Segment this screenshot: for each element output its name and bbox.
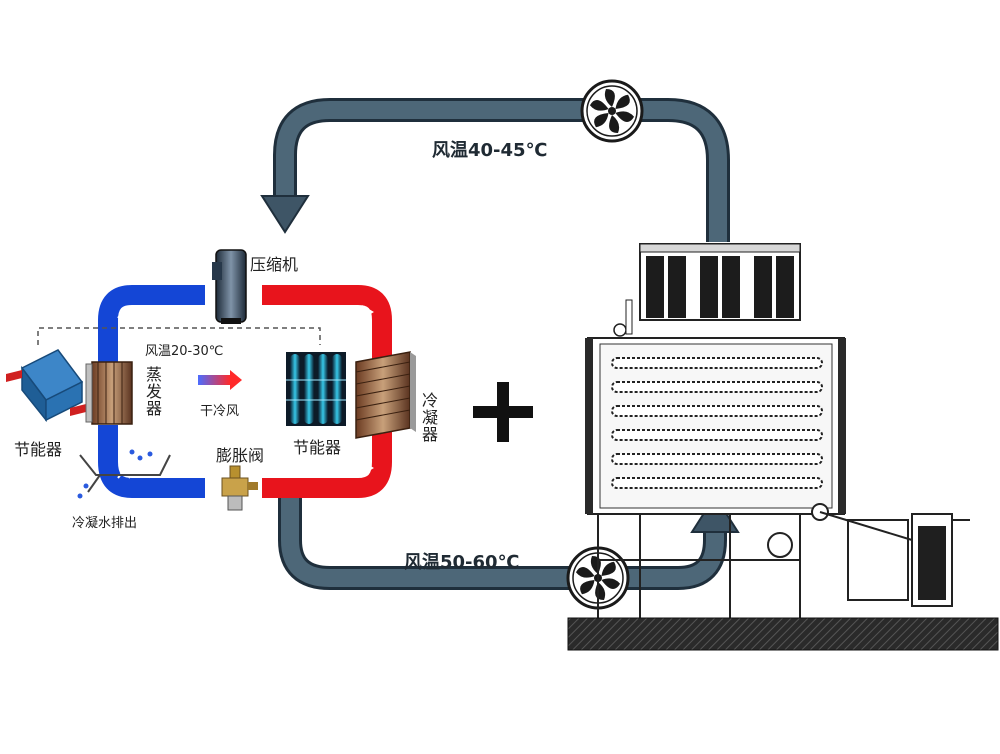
economizer-left-icon xyxy=(6,349,86,423)
unit-boundary xyxy=(37,327,321,345)
conveyor-belts xyxy=(611,357,823,489)
arrow-icon xyxy=(260,195,310,234)
condenser-icon xyxy=(355,351,416,439)
heat-pump-module xyxy=(646,256,794,318)
condensate-tray xyxy=(77,449,171,499)
dryer-machine xyxy=(567,243,999,651)
compressor-label: 压缩机 xyxy=(250,255,299,274)
economizer-middle-icon xyxy=(286,352,346,426)
feeder-unit xyxy=(767,503,970,607)
top-air-duct xyxy=(260,98,730,242)
condensate-drain-label: 冷凝水排出 xyxy=(72,516,138,531)
plus-icon xyxy=(473,382,533,442)
air-temp-top-label: 风温40-45℃ xyxy=(432,140,548,161)
air-temp-bottom-label: 风温50-60℃ xyxy=(404,552,520,573)
compressor-icon xyxy=(212,249,247,324)
fan-icon xyxy=(580,79,644,143)
evaporator-label: 蒸发器 xyxy=(143,366,162,417)
dry-air-arrow-icon xyxy=(198,370,242,390)
economizer-middle-label: 节能器 xyxy=(293,438,342,457)
expansion-valve-label: 膨胀阀 xyxy=(216,446,265,465)
expansion-valve-icon xyxy=(221,465,258,511)
dry-cold-air-label: 干冷风 xyxy=(200,404,240,419)
support-frame xyxy=(597,514,801,618)
air-temp-inner-label: 风温20-30℃ xyxy=(145,344,224,359)
economizer-left-label: 节能器 xyxy=(14,440,63,459)
hot-refrigerant-pipe xyxy=(262,285,392,498)
condenser-label: 冷凝器 xyxy=(419,392,438,443)
evaporator-icon xyxy=(85,361,133,425)
